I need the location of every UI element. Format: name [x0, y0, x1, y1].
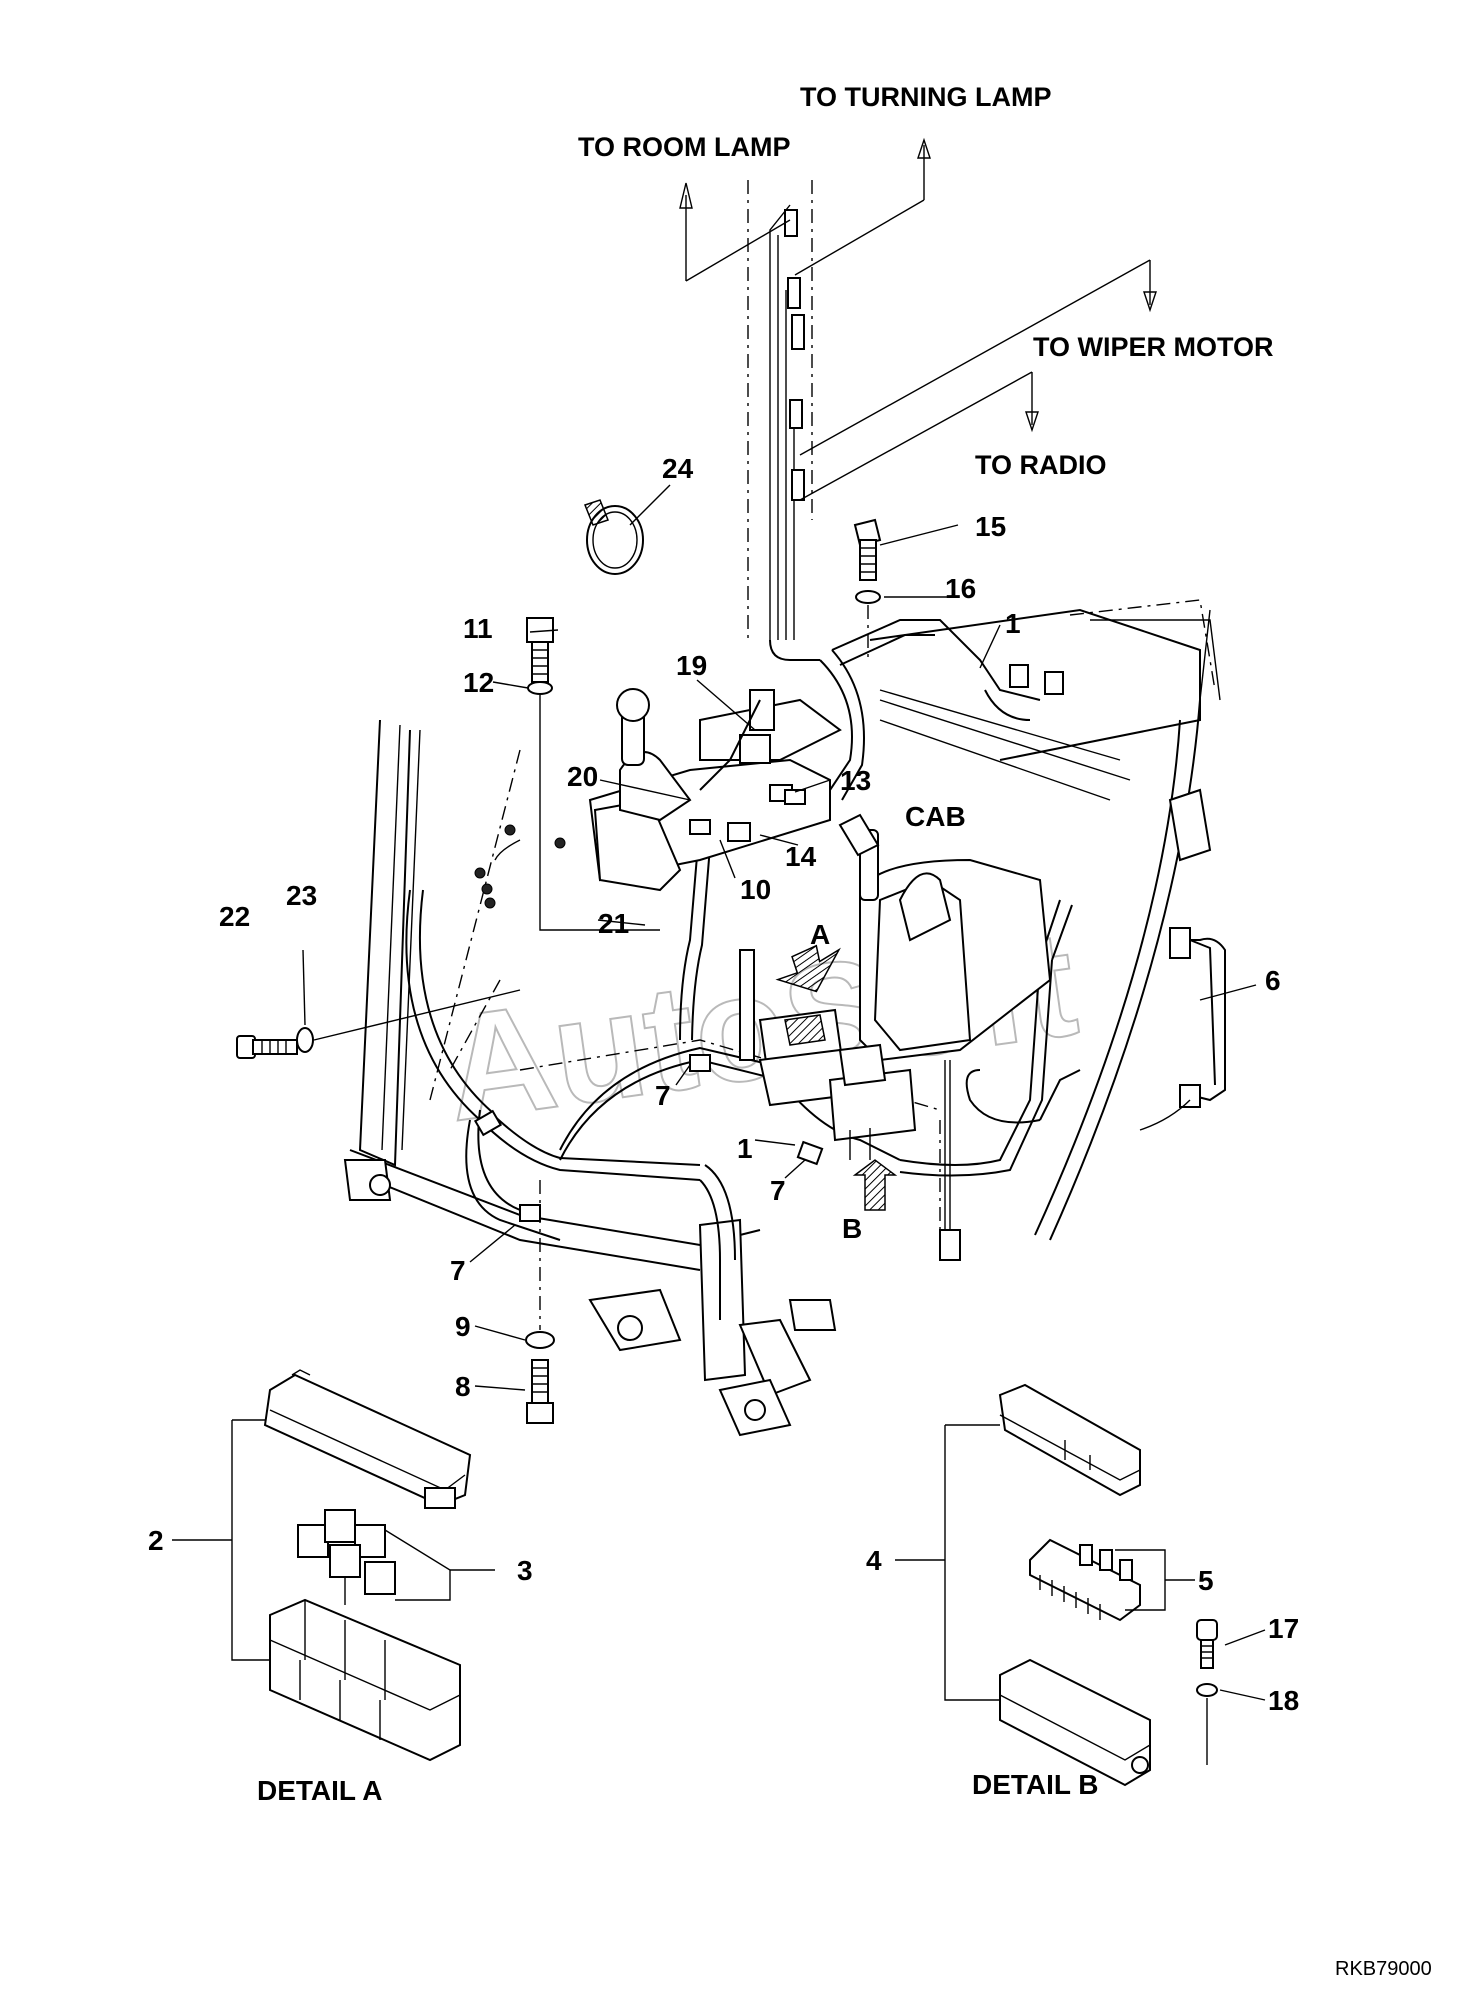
callout-11: 11 [463, 613, 493, 644]
callout-22: 22 [219, 901, 250, 932]
callout-24: 24 [662, 453, 694, 484]
harness-part-6 [1139, 927, 1226, 1131]
callout-16: 16 [945, 573, 976, 604]
right-console [838, 813, 1052, 1261]
callout-2: 2 [148, 1525, 164, 1556]
callout-10: 10 [740, 874, 771, 905]
callout-21: 21 [598, 908, 629, 939]
main-harness [405, 619, 1081, 1320]
label-detail-b: DETAIL B [972, 1769, 1099, 1800]
callout-8: 8 [455, 1371, 471, 1402]
callout-19: 19 [676, 650, 707, 681]
callout-18: 18 [1268, 1685, 1299, 1716]
washer-part-12 [527, 681, 553, 695]
callout-20: 20 [567, 761, 598, 792]
relays-part-3 [297, 1509, 396, 1605]
left-console [474, 688, 842, 909]
callout-12: 12 [463, 667, 494, 698]
callout-5: 5 [1198, 1565, 1214, 1596]
washer-part-23 [296, 1027, 314, 1053]
cable-tie-part-24 [584, 499, 644, 575]
drawing-code: RKB79000 [1335, 1958, 1432, 1980]
bolt-part-15 [853, 518, 882, 581]
destination-leaders [679, 137, 1157, 501]
fuse-box-b-installed [828, 1043, 917, 1160]
detail-b-group [895, 1383, 1266, 1787]
detail-a-group [172, 1369, 495, 1762]
fuse-box-a-installed [739, 949, 852, 1107]
bolt-part-11 [526, 617, 554, 683]
cab-frame [343, 599, 1221, 1437]
callout-14: 14 [785, 841, 817, 872]
callout-9: 9 [455, 1311, 471, 1342]
callout-17: 17 [1268, 1613, 1299, 1644]
callout-leaders [302, 484, 1257, 1391]
bolt-part-8 [526, 1359, 554, 1424]
label-to-radio: TO RADIO [975, 450, 1107, 480]
bolt-part-22 [236, 1035, 298, 1059]
label-to-room-lamp: TO ROOM LAMP [578, 132, 791, 162]
callout-7-left: 7 [655, 1080, 671, 1111]
fuses-part-5 [1029, 1538, 1141, 1622]
callout-3: 3 [517, 1555, 533, 1586]
callout-1-top: 1 [1005, 608, 1021, 639]
label-view-a: A [810, 919, 830, 950]
view-arrow-a [775, 944, 841, 993]
callout-6: 6 [1265, 965, 1281, 996]
label-view-b: B [842, 1213, 862, 1244]
label-detail-a: DETAIL A [257, 1775, 382, 1806]
callout-23: 23 [286, 880, 317, 911]
washer-part-18 [1196, 1683, 1218, 1697]
washer-part-9 [525, 1331, 555, 1349]
callout-13: 13 [840, 765, 871, 796]
washer-part-16 [855, 590, 881, 604]
view-arrow-b [852, 1159, 898, 1211]
callout-7-mid: 7 [770, 1175, 786, 1206]
callout-1-mid: 1 [737, 1133, 753, 1164]
label-cab: CAB [905, 801, 966, 832]
roof-harness [747, 180, 820, 661]
label-to-wiper-motor: TO WIPER MOTOR [1033, 332, 1274, 362]
label-to-turning-lamp: TO TURNING LAMP [800, 82, 1052, 112]
callout-7-lower: 7 [450, 1255, 466, 1286]
screw-part-17 [1196, 1619, 1218, 1669]
callout-15: 15 [975, 511, 1006, 542]
callout-4: 4 [866, 1545, 882, 1576]
